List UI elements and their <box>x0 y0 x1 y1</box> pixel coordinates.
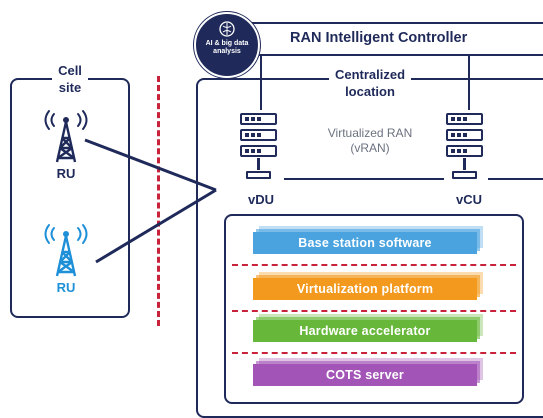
brain-icon <box>219 21 235 37</box>
midhaul-link <box>488 178 543 180</box>
ric-title: RAN Intelligent Controller <box>290 30 468 46</box>
cell-site-title-line2: site <box>58 80 82 95</box>
centralized-title-line1: Centralized <box>334 67 406 82</box>
vran-stack-box <box>224 214 524 404</box>
ai-badge-line1: AI & big data <box>205 40 249 47</box>
ai-badge-text: AI & big data analysis <box>196 40 258 56</box>
ai-badge: AI & big data analysis <box>194 12 260 78</box>
vran-line1: Virtualized RAN <box>327 126 413 140</box>
vdu-server-icon <box>237 113 282 189</box>
cell-site-title: Cell site <box>10 62 130 96</box>
layer-base-station-software: Base station software <box>253 232 477 254</box>
radio-tower-icon <box>44 110 88 163</box>
site-divider <box>157 76 160 326</box>
layer-divider <box>232 310 516 312</box>
vcu-label: vCU <box>456 192 483 207</box>
midhaul-link <box>284 178 444 180</box>
cell-site-title-line1: Cell <box>58 63 82 78</box>
layer-virtualization-platform: Virtualization platform <box>253 278 477 300</box>
ru-top-label: RU <box>56 166 76 181</box>
centralized-title-line2: location <box>345 84 395 99</box>
layer-divider <box>232 264 516 266</box>
vdu-label: vDU <box>248 192 275 207</box>
radio-tower-icon <box>44 224 88 277</box>
vran-line2: (vRAN) <box>350 141 390 155</box>
ai-badge-line2: analysis <box>213 48 241 55</box>
vran-label: Virtualized RAN (vRAN) <box>310 126 430 156</box>
layer-divider <box>232 352 516 354</box>
layer-cots-server: COTS server <box>253 364 477 386</box>
ru-bottom-label: RU <box>56 280 76 295</box>
centralized-title: Centralized location <box>310 66 430 100</box>
ric-link <box>468 56 470 110</box>
vcu-server-icon <box>443 113 488 189</box>
layer-hardware-accelerator: Hardware accelerator <box>253 320 477 342</box>
ric-link <box>260 56 262 110</box>
